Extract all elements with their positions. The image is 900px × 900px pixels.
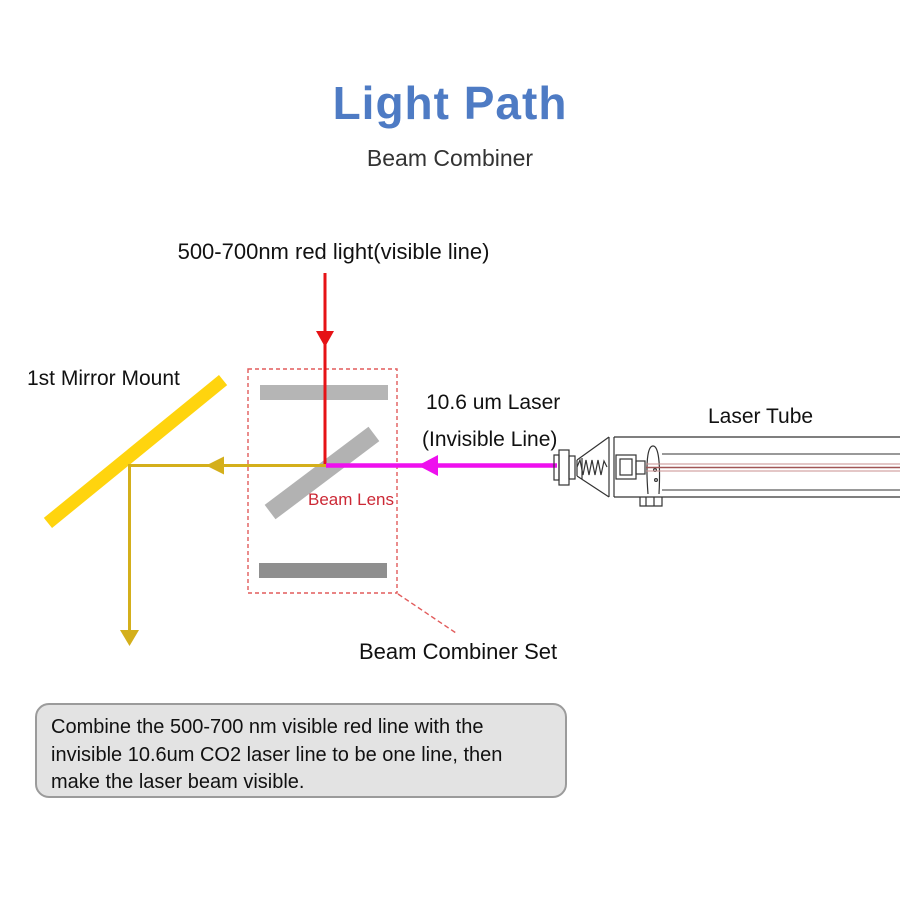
- combiner-set-leader-line: [397, 593, 457, 634]
- yellow-beam-down-arrowhead: [120, 630, 139, 646]
- tube-electrode-inner: [619, 458, 633, 476]
- tube-water-fitting: [639, 497, 663, 507]
- tube-cone: [576, 436, 610, 498]
- red-light-label: 500-700nm red light(visible line): [177, 239, 490, 264]
- page-title: Light Path: [332, 77, 568, 129]
- tube-connector-nut: [568, 455, 576, 480]
- laser-tube-label: Laser Tube: [708, 405, 814, 428]
- page-subtitle: Beam Combiner: [366, 145, 534, 171]
- laser-wavelength-label: 10.6 um Laser: [426, 391, 561, 414]
- laser-tube-drawing: [553, 436, 900, 507]
- yellow-beam-left-arrowhead: [206, 456, 224, 475]
- tube-spring: [576, 457, 608, 476]
- explanation-line-2: invisible 10.6um CO2 laser line to be on…: [51, 743, 503, 766]
- combiner-bottom-mirror-bar: [259, 563, 387, 578]
- laser-invisible-label: (Invisible Line): [422, 428, 558, 451]
- red-beam-arrowhead: [316, 331, 334, 347]
- beam-combiner-set-dashed-box: [247, 368, 398, 594]
- explanation-line-1: Combine the 500-700 nm visible red line …: [51, 716, 484, 738]
- explanation-box: Combine the 500-700 nm visible red line …: [35, 703, 567, 798]
- beam-combiner-set-label: Beam Combiner Set: [359, 639, 558, 664]
- magenta-beam-arrowhead: [418, 455, 438, 476]
- explanation-line-3: make the laser beam visible.: [51, 771, 305, 793]
- tube-connector-body: [558, 449, 570, 486]
- beam-lens-label: Beam Lens: [308, 490, 394, 509]
- first-mirror-mount-label: 1st Mirror Mount: [27, 367, 180, 390]
- first-mirror-bar: [43, 375, 228, 528]
- tube-loop-dot-2: [653, 478, 658, 483]
- tube-electrode-stub: [635, 460, 646, 475]
- beam-lens-diagonal-bar: [264, 426, 380, 520]
